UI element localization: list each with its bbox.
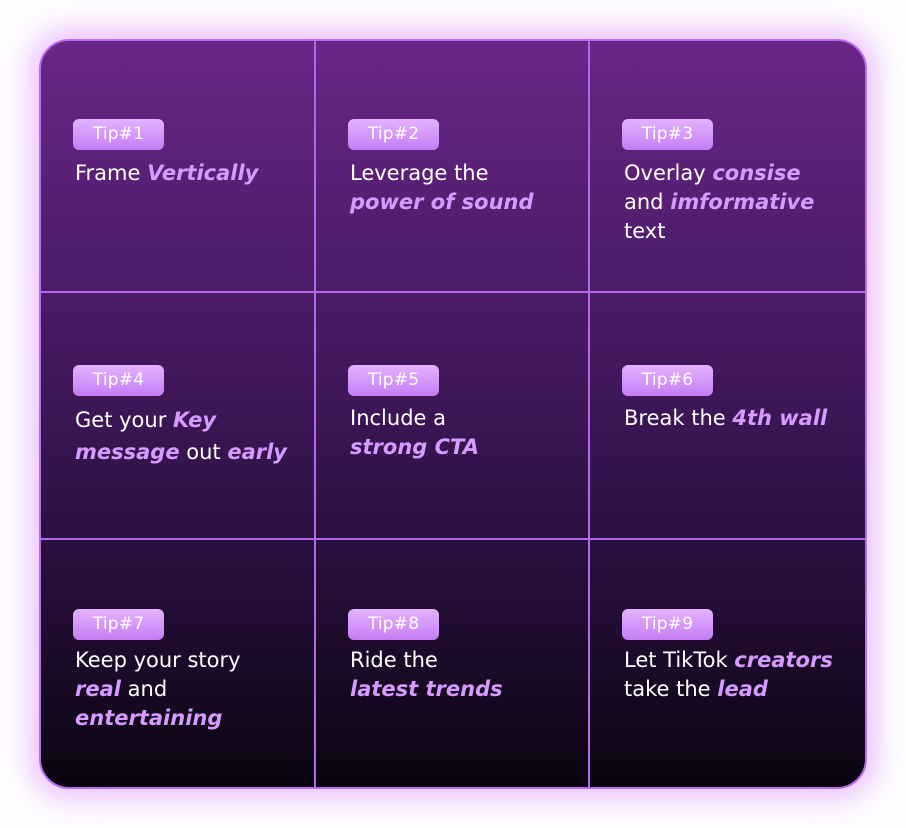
- tip-highlight: entertaining: [75, 706, 223, 730]
- tip-highlight: real: [75, 677, 121, 701]
- tip-badge: Tip#7: [73, 609, 164, 640]
- tip-text-segment: and: [120, 677, 168, 701]
- tip-badge: Tip#6: [622, 365, 713, 396]
- tip-badge: Tip#1: [73, 119, 164, 150]
- tip-highlight: imformative: [670, 190, 815, 214]
- tip-highlight: Vertically: [147, 161, 259, 185]
- tip-text-segment: Keep your story: [75, 648, 241, 672]
- tip-text-segment: and: [624, 190, 671, 214]
- tip-highlight: 4th wall: [732, 406, 828, 430]
- tip-text: Get your Key message out early: [75, 404, 304, 468]
- tip-text-segment: Get your: [75, 408, 173, 432]
- tip-cell-6: Tip#6 Break the 4th wall: [590, 293, 865, 540]
- tip-cell-1: Tip#1 Frame Vertically: [41, 41, 316, 293]
- tip-cell-8: Tip#8 Ride the latest trends: [316, 540, 590, 787]
- tip-cell-3: Tip#3 Overlay consise and imformative te…: [590, 41, 865, 293]
- tip-text: Include a strong CTA: [350, 404, 578, 462]
- tips-card: Tip#1 Frame Vertically Tip#2 Leverage th…: [39, 39, 867, 789]
- tip-text: Let TikTok creators take the lead: [624, 646, 855, 704]
- tip-highlight: strong CTA: [350, 435, 479, 459]
- tip-text-segment: Overlay: [624, 161, 713, 185]
- tip-highlight: lead: [717, 677, 768, 701]
- tip-badge: Tip#3: [622, 119, 713, 150]
- tip-text: Overlay consise and imformative text: [624, 159, 855, 246]
- tip-badge: Tip#8: [348, 609, 439, 640]
- tip-badge: Tip#2: [348, 119, 439, 150]
- tip-cell-5: Tip#5 Include a strong CTA: [316, 293, 590, 540]
- tip-highlight: latest trends: [350, 677, 503, 701]
- tip-cell-2: Tip#2 Leverage the power of sound: [316, 41, 590, 293]
- tip-text: Break the 4th wall: [624, 404, 855, 433]
- tip-badge: Tip#5: [348, 365, 439, 396]
- tip-badge: Tip#9: [622, 609, 713, 640]
- tip-text: Frame Vertically: [75, 159, 304, 188]
- tip-cell-4: Tip#4 Get your Key message out early: [41, 293, 316, 540]
- tip-text-segment: Break the: [624, 406, 733, 430]
- tip-highlight: creators: [734, 648, 833, 672]
- tip-text: Keep your story real and entertaining: [75, 646, 304, 733]
- tip-text-segment: Leverage the: [350, 161, 489, 185]
- tip-text-segment: Let TikTok: [624, 648, 735, 672]
- tip-text-segment: take the: [624, 677, 718, 701]
- tip-cell-9: Tip#9 Let TikTok creators take the lead: [590, 540, 865, 787]
- tip-highlight: Key message: [75, 408, 217, 464]
- tip-text: Ride the latest trends: [350, 646, 578, 704]
- tip-highlight: power of sound: [350, 190, 534, 214]
- tip-text-segment: text: [624, 219, 666, 243]
- tip-badge: Tip#4: [73, 365, 164, 396]
- tip-text-segment: Ride the: [350, 648, 438, 672]
- tip-text-segment: Include a: [350, 406, 446, 430]
- tip-highlight: consise: [712, 161, 801, 185]
- tip-cell-7: Tip#7 Keep your story real and entertain…: [41, 540, 316, 787]
- tips-grid: Tip#1 Frame Vertically Tip#2 Leverage th…: [41, 41, 865, 787]
- tip-text-segment: Frame: [75, 161, 148, 185]
- tip-text: Leverage the power of sound: [350, 159, 578, 217]
- tip-text-segment: out: [179, 440, 228, 464]
- tip-highlight: early: [227, 440, 287, 464]
